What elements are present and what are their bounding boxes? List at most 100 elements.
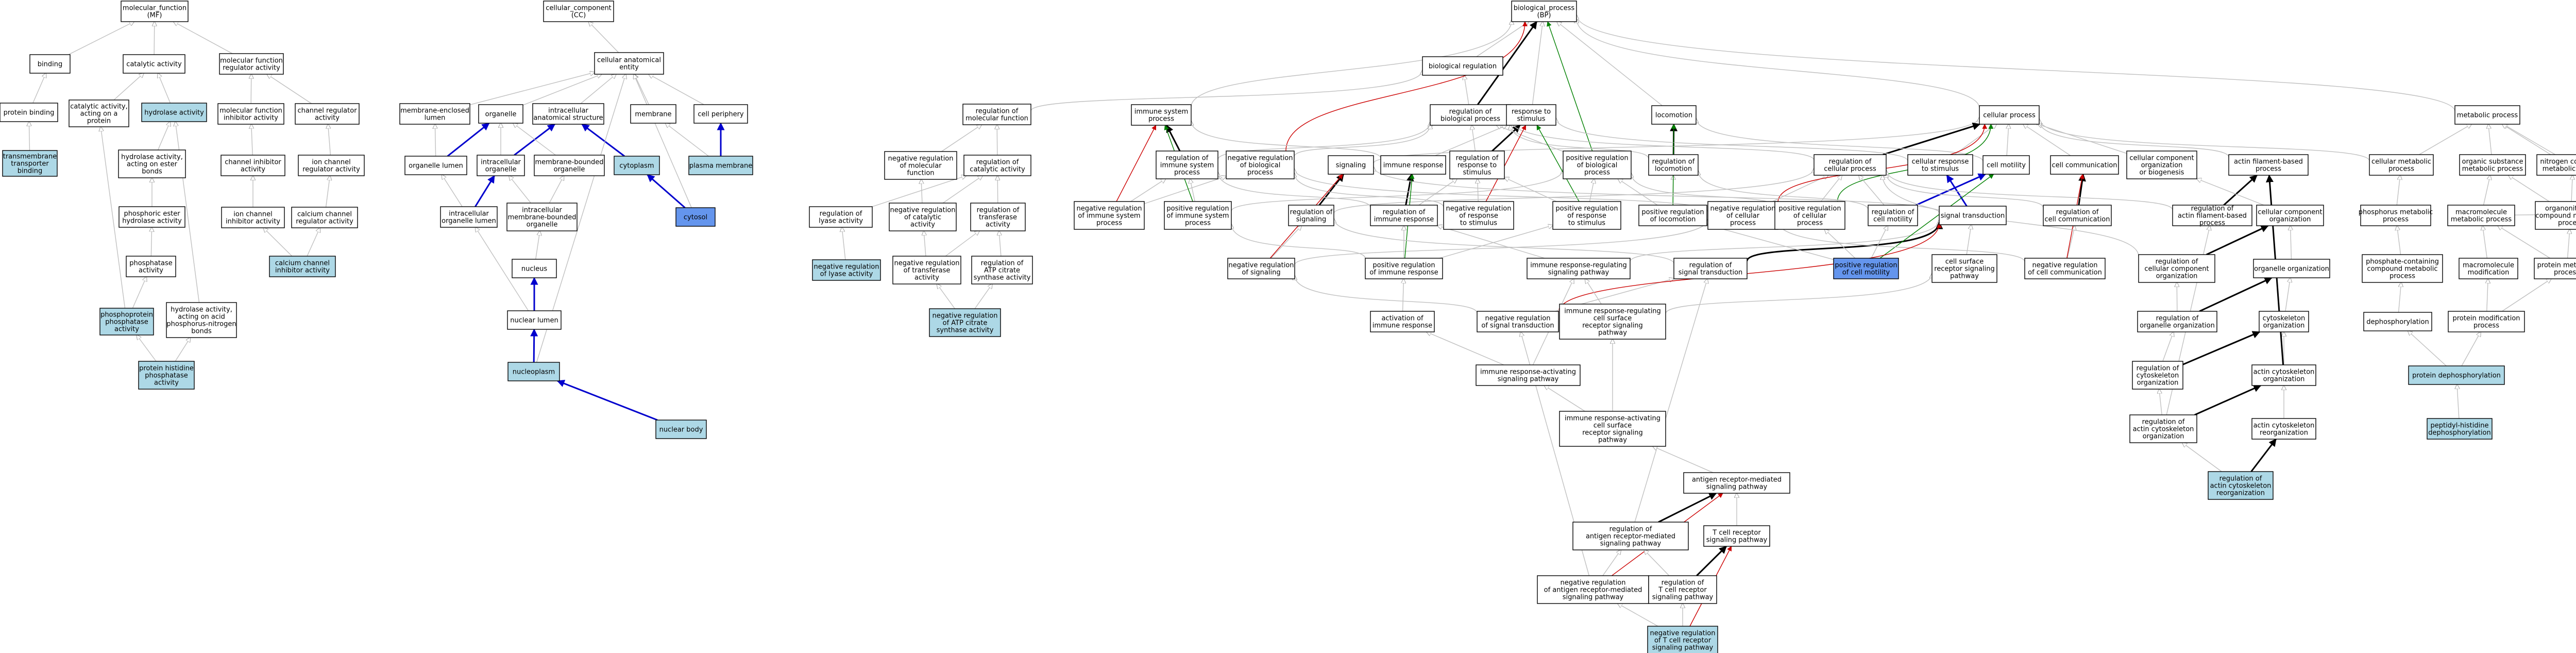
- term-node-organelle[interactable]: organelle: [478, 104, 523, 124]
- term-node-orgorg[interactable]: organelle organization: [2253, 259, 2330, 278]
- term-node-cellmot[interactable]: cell motility: [1982, 155, 2030, 175]
- term-node-dephos[interactable]: dephosphorylation: [2363, 312, 2432, 331]
- term-node-orglumen[interactable]: organelle lumen: [404, 156, 467, 175]
- term-node-cc[interactable]: cellular_component(CC): [543, 1, 614, 22]
- term-node-nucleus[interactable]: nucleus: [512, 259, 557, 278]
- term-node-mf[interactable]: molecular_function(MF): [121, 1, 189, 22]
- term-node-cytosol[interactable]: cytosol: [675, 207, 716, 227]
- term-node-cellcomm[interactable]: cell communication: [2050, 155, 2119, 175]
- term-node-locomotion[interactable]: locomotion: [1651, 105, 1697, 125]
- term-node-binding[interactable]: binding: [29, 54, 71, 74]
- term-node-cellproc[interactable]: cellular process: [1979, 105, 2040, 125]
- term-node-protdephos[interactable]: protein dephosphorylation: [2408, 365, 2505, 385]
- term-node-signaling[interactable]: signaling: [1328, 155, 1374, 175]
- term-node-hydcn[interactable]: hydrolase activity,acting on acidphospho…: [166, 302, 237, 338]
- term-node-immresp[interactable]: immune response: [1380, 155, 1446, 175]
- term-node-nucleoplasm[interactable]: nucleoplasm: [507, 362, 560, 381]
- term-node-protbind[interactable]: protein binding: [0, 103, 58, 122]
- term-node-hydrolase[interactable]: hydrolase activity: [141, 103, 207, 122]
- term-node-catalytic[interactable]: catalytic activity: [123, 54, 185, 74]
- term-node-membrane[interactable]: membrane: [630, 104, 676, 124]
- term-node-cellperiph[interactable]: cell periphery: [693, 104, 748, 124]
- term-node-nucbody[interactable]: nuclear body: [655, 420, 707, 439]
- term-node-bp[interactable]: biological_process(BP): [1511, 1, 1577, 22]
